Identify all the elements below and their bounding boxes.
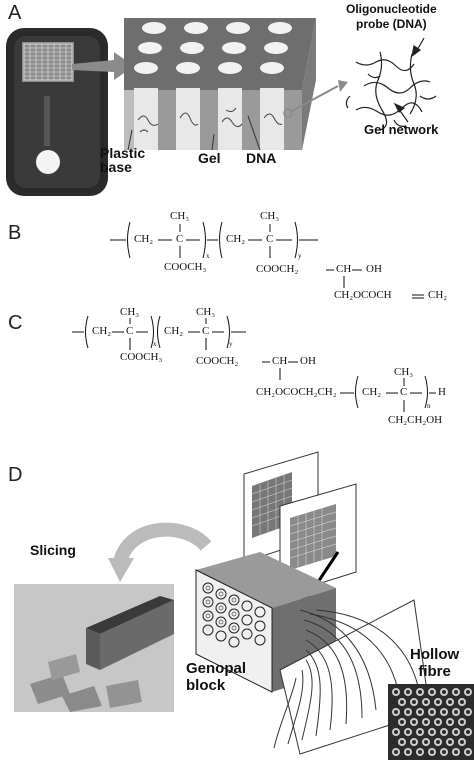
- c-ch3-3: CH₃: [394, 366, 414, 378]
- gel-network: [345, 51, 437, 131]
- b-ch3-2: CH₃: [260, 210, 280, 222]
- slice-cards: [243, 451, 357, 597]
- c-ch3-2: CH₃: [196, 306, 216, 318]
- b-vinyl: CH₂: [428, 289, 448, 301]
- chip-to-block-arrow: [72, 52, 134, 80]
- c-ch2-2: CH₂: [164, 325, 184, 337]
- b-ch2-1: CH₂: [134, 233, 154, 245]
- formula-c-bonds: [72, 315, 436, 412]
- sliced-block-photo: [14, 584, 174, 712]
- panel-b: B CH₂ C CH₃ x COOCH₃ CH₂: [0, 200, 474, 310]
- label-plastic-base: Plastic base: [100, 145, 146, 175]
- c-x: x: [153, 340, 157, 348]
- panel-b-label: B: [8, 222, 22, 244]
- label-gel: Gel: [198, 150, 221, 166]
- panel-c-label: C: [8, 312, 23, 334]
- slicing-arrow: [108, 522, 212, 582]
- panel-d: D: [0, 450, 474, 760]
- panel-d-illustration: [14, 451, 474, 760]
- c-ch2-3: CH₂: [362, 386, 382, 398]
- label-gel-network: Gel network: [364, 122, 439, 137]
- probe-pointer: [393, 37, 425, 123]
- dna-chip: [6, 28, 108, 196]
- panel-a-label: A: [8, 2, 22, 24]
- label-oligonucleotide-probe: Oligonucleotide probe (DNA): [346, 2, 437, 31]
- c-linker: CH₂OCOCH₂CH₂: [256, 386, 337, 398]
- panel-a: A: [0, 0, 474, 200]
- c-ch3-1: CH₃: [120, 306, 140, 318]
- label-genopal-block: Genopal block: [186, 660, 247, 694]
- b-y: y: [298, 252, 302, 260]
- label-slicing: Slicing: [30, 542, 76, 558]
- b-c-1: C: [176, 233, 184, 245]
- gel-block: [124, 18, 316, 150]
- b-cooch3: COOCH₃: [164, 261, 207, 273]
- c-n: n: [427, 402, 431, 410]
- b-ch3-1: CH₃: [170, 210, 190, 222]
- well-to-network-arrow: [283, 80, 348, 118]
- b-ch: CH: [336, 263, 352, 275]
- panel-a-illustration: [6, 18, 437, 196]
- b-x: x: [206, 252, 210, 260]
- c-c-3: C: [400, 386, 408, 398]
- b-oh: OH: [366, 263, 382, 275]
- b-c-2: C: [266, 233, 274, 245]
- c-c-2: C: [202, 325, 210, 337]
- b-ch2-2: CH₂: [226, 233, 246, 245]
- c-cooch3: COOCH₃: [120, 351, 163, 363]
- c-hydroxyethyl: CH₂CH₂OH: [388, 414, 443, 426]
- formula-b-bonds: [110, 221, 424, 299]
- label-hollow-fibre: Hollow fibre: [410, 646, 460, 680]
- label-dna: DNA: [246, 150, 277, 166]
- c-h: H: [438, 386, 446, 398]
- c-ch2-1: CH₂: [92, 325, 112, 337]
- c-c-1: C: [126, 325, 134, 337]
- panel-d-label: D: [8, 464, 23, 486]
- hollow-fibre-micrograph: [388, 684, 474, 760]
- panel-c: C CH₂: [0, 306, 474, 450]
- b-ester: COOCH₂: [256, 263, 299, 275]
- c-ch: CH: [272, 355, 288, 367]
- c-y: y: [229, 340, 233, 348]
- c-ester: COOCH₂: [196, 355, 239, 367]
- panel-a-leaders: [127, 115, 261, 151]
- c-oh: OH: [300, 355, 316, 367]
- b-acrylate: CH₂OCOCH: [334, 289, 392, 301]
